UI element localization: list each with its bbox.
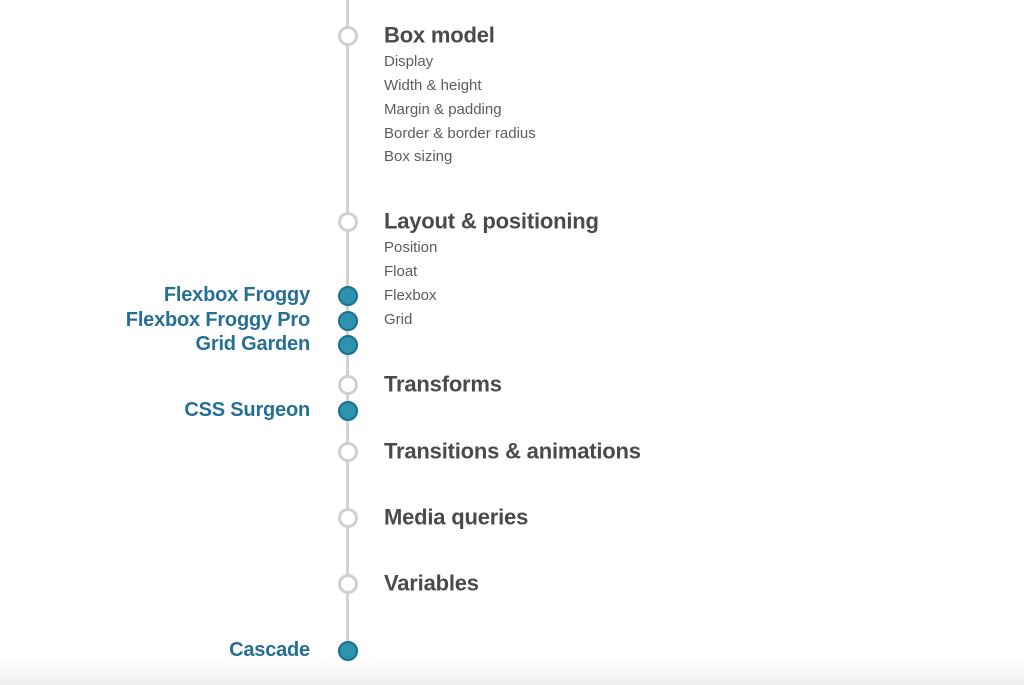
game-link-cascade[interactable]: Cascade xyxy=(229,639,310,662)
subtopic-float: Float xyxy=(384,263,418,281)
subtopic-grid: Grid xyxy=(384,311,413,329)
game-link-grid-garden[interactable]: Grid Garden xyxy=(195,333,311,356)
milestone-circle-layout-positioning xyxy=(338,212,358,232)
milestone-dot-grid-garden xyxy=(338,335,358,355)
milestone-dot-cascade xyxy=(338,641,358,661)
page-bottom-fade xyxy=(0,659,1024,685)
milestone-circle-box-model xyxy=(338,26,358,46)
game-link-flexbox-froggy[interactable]: Flexbox Froggy xyxy=(163,284,310,307)
subtopic-box-sizing: Box sizing xyxy=(384,148,453,166)
game-link-flexbox-froggy-pro[interactable]: Flexbox Froggy Pro xyxy=(125,309,310,332)
milestone-circle-transitions-animations xyxy=(338,442,358,462)
section-title-layout-positioning: Layout & positioning xyxy=(384,208,599,234)
section-title-variables: Variables xyxy=(384,570,479,596)
milestone-dot-css-surgeon xyxy=(338,401,358,421)
milestone-circle-variables xyxy=(338,574,358,594)
subtopic-margin-padding: Margin & padding xyxy=(384,101,502,119)
milestone-circle-transforms xyxy=(338,375,358,395)
milestone-dot-flexbox-froggy-pro xyxy=(338,311,358,331)
subtopic-flexbox: Flexbox xyxy=(384,287,437,305)
milestone-circle-media-queries xyxy=(338,508,358,528)
subtopic-display: Display xyxy=(384,53,434,71)
subtopic-position: Position xyxy=(384,239,438,257)
milestone-dot-flexbox-froggy xyxy=(338,286,358,306)
subtopic-border-radius: Border & border radius xyxy=(384,125,536,143)
section-title-transforms: Transforms xyxy=(384,371,502,397)
section-title-transitions-animations: Transitions & animations xyxy=(384,438,641,464)
game-link-css-surgeon[interactable]: CSS Surgeon xyxy=(184,399,310,422)
section-title-box-model: Box model xyxy=(384,22,495,48)
subtopic-width-height: Width & height xyxy=(384,77,482,95)
section-title-media-queries: Media queries xyxy=(384,504,529,530)
